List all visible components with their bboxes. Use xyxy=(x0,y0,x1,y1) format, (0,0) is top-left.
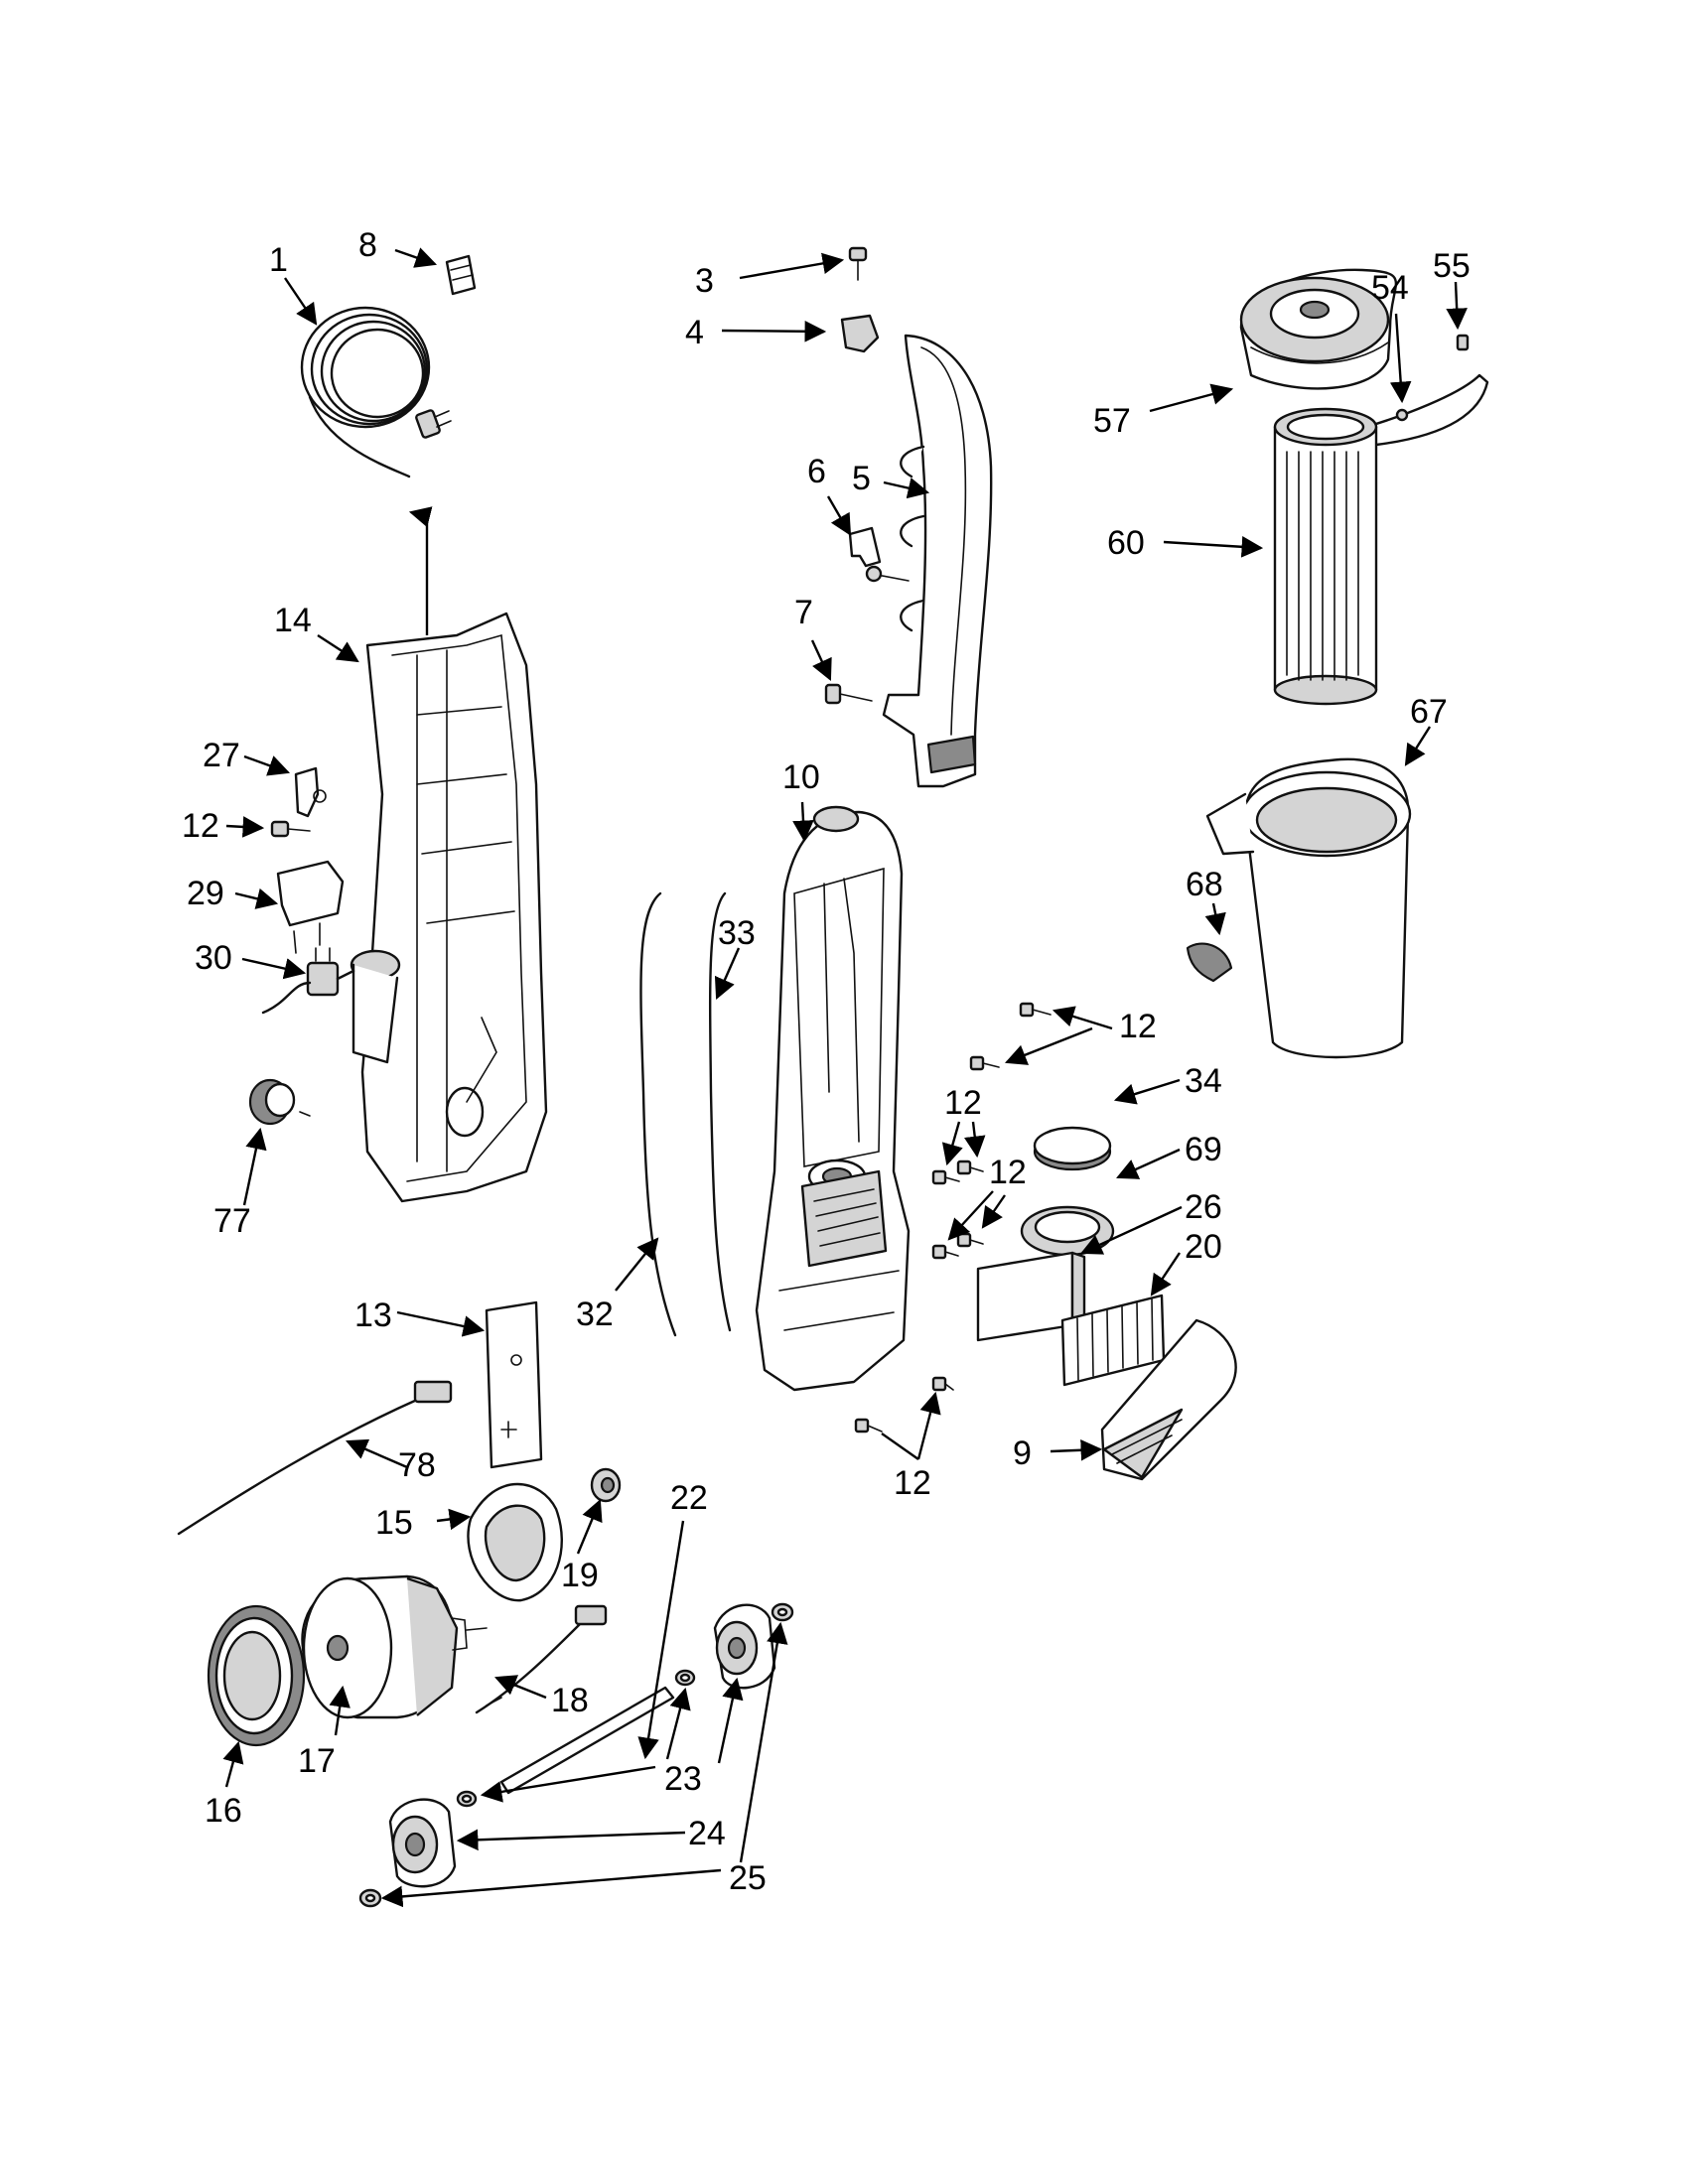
callout-68: 68 xyxy=(1186,866,1223,903)
callout-10: 10 xyxy=(782,758,820,796)
screw-part xyxy=(956,1232,984,1248)
washer-25b-part xyxy=(358,1888,382,1908)
callout-12a: 12 xyxy=(182,807,219,845)
callout-57: 57 xyxy=(1093,402,1131,440)
switch-part xyxy=(261,947,355,1015)
screw-part xyxy=(931,1376,954,1392)
callout-67: 67 xyxy=(1410,693,1448,731)
callout-54: 54 xyxy=(1371,269,1409,307)
lid-latch-cover-part xyxy=(1364,334,1489,447)
callout-34: 34 xyxy=(1185,1062,1222,1100)
motor-front-gasket-part xyxy=(207,1604,306,1747)
callout-18: 18 xyxy=(551,1682,589,1719)
grommet-part xyxy=(248,1078,311,1126)
latch-part xyxy=(294,766,327,818)
callout-30: 30 xyxy=(195,939,232,977)
callout-25: 25 xyxy=(729,1859,767,1897)
callout-19: 19 xyxy=(561,1557,599,1594)
front-body-housing-part xyxy=(755,805,911,1392)
callout-12e: 12 xyxy=(894,1464,931,1502)
callout-22: 22 xyxy=(670,1479,708,1517)
callout-20: 20 xyxy=(1185,1228,1222,1266)
callout-12b: 12 xyxy=(1119,1008,1157,1045)
rear-body-housing-part xyxy=(350,612,548,1203)
switch-bracket-part xyxy=(276,860,345,954)
screw-part xyxy=(956,1160,984,1175)
callout-8: 8 xyxy=(358,226,377,264)
cord-channel-plate-part xyxy=(485,1300,543,1469)
release-button-part xyxy=(1186,942,1233,983)
callout-32: 32 xyxy=(576,1296,614,1333)
hepa-filter-part xyxy=(1060,1294,1166,1387)
washer-25a-part xyxy=(771,1602,794,1622)
callout-27: 27 xyxy=(203,737,240,774)
callout-23: 23 xyxy=(664,1760,702,1798)
handle-part xyxy=(882,334,993,788)
knob-part xyxy=(840,314,880,353)
callout-77: 77 xyxy=(213,1202,251,1240)
cyclone-lid-part xyxy=(1239,268,1398,390)
callout-15: 15 xyxy=(375,1504,413,1542)
callout-7: 7 xyxy=(794,594,813,631)
hose-33-part xyxy=(708,891,732,1332)
callout-78: 78 xyxy=(398,1446,436,1484)
screw-7-part xyxy=(824,683,873,705)
callout-69: 69 xyxy=(1185,1131,1222,1168)
callout-12d: 12 xyxy=(989,1154,1027,1191)
cord-hook-part xyxy=(848,526,910,583)
motor-gasket-part xyxy=(467,1482,563,1602)
callout-12c: 12 xyxy=(944,1084,982,1122)
callout-16: 16 xyxy=(205,1792,242,1830)
washer-23a-part xyxy=(674,1669,696,1687)
callout-14: 14 xyxy=(274,602,312,639)
callout-55: 55 xyxy=(1433,247,1471,285)
screw-part xyxy=(931,1244,959,1260)
screw-part xyxy=(931,1169,960,1185)
callout-13: 13 xyxy=(354,1297,392,1334)
callout-24: 24 xyxy=(688,1815,726,1852)
power-cord-part xyxy=(300,306,452,478)
callout-6: 6 xyxy=(807,453,826,490)
motor-part xyxy=(301,1574,488,1719)
callout-3: 3 xyxy=(695,262,714,300)
callout-5: 5 xyxy=(852,460,871,497)
screw-3-part xyxy=(848,246,868,281)
filter-door-part xyxy=(1100,1318,1237,1481)
wheel-24b-part xyxy=(388,1798,457,1888)
hose-32-part xyxy=(639,891,677,1337)
wire-harness-78-part xyxy=(177,1380,453,1536)
callout-26: 26 xyxy=(1185,1188,1222,1226)
dirt-cup-part xyxy=(1205,757,1412,1059)
gasket-ring-part xyxy=(1020,1205,1115,1257)
callout-labels: 1 8 3 4 5 6 7 54 55 57 60 67 14 27 12 29… xyxy=(182,226,1471,1897)
callout-9: 9 xyxy=(1013,1434,1032,1472)
wire-nut-part xyxy=(445,254,477,296)
screw-part xyxy=(1019,1002,1052,1018)
callout-17: 17 xyxy=(298,1742,336,1780)
callout-1: 1 xyxy=(269,241,288,279)
leader-lines xyxy=(222,247,1468,1908)
wire-harness-18-part xyxy=(475,1604,608,1714)
screw-part xyxy=(854,1418,883,1433)
callout-4: 4 xyxy=(685,314,704,351)
pleated-filter-part xyxy=(1273,407,1378,706)
callout-33: 33 xyxy=(718,914,756,952)
callout-60: 60 xyxy=(1107,524,1145,562)
washer-23b-part xyxy=(456,1790,478,1808)
motor-cap-part xyxy=(590,1467,622,1503)
callout-29: 29 xyxy=(187,875,224,912)
foam-disk-part xyxy=(1033,1126,1112,1171)
screw-12a-part xyxy=(270,820,311,838)
screw-part xyxy=(969,1055,1000,1071)
wheel-24a-part xyxy=(713,1603,776,1690)
